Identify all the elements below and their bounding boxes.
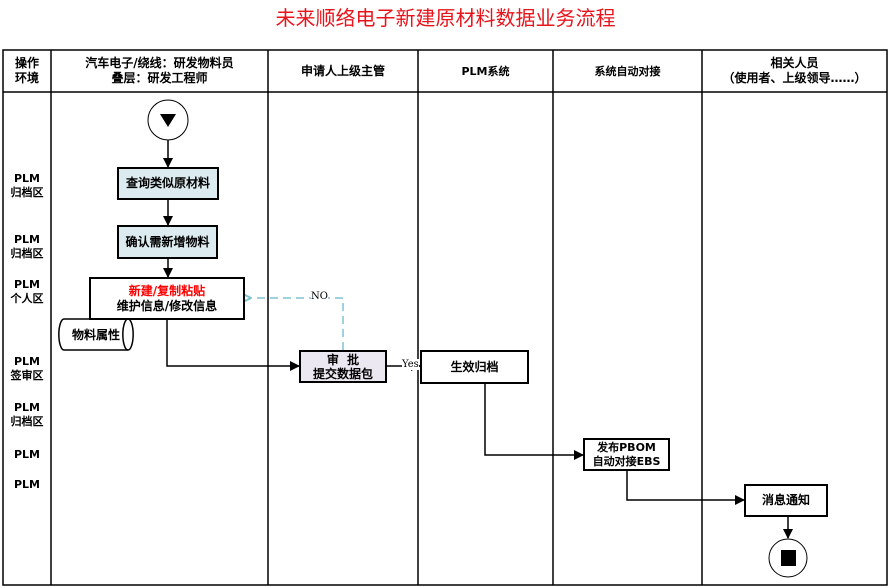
env-label-line2: 签审区 <box>10 369 44 382</box>
env-label-line2: 归档区 <box>10 186 44 199</box>
env-label-line1: PLM <box>13 278 41 291</box>
header-lane-supervisor: 申请人上级主管 <box>268 50 418 92</box>
node-create-material[interactable]: 新建/复制粘贴 维护信息/修改信息 <box>89 277 245 320</box>
node-archive[interactable]: 生效归档 <box>420 350 529 384</box>
header-lane-related-line2: （使用者、上级领导……） <box>722 71 867 85</box>
env-label-line2: 个人区 <box>10 292 44 305</box>
node-publish-line1: 发布PBOM <box>597 440 656 454</box>
header-lane-plm-label: PLM系统 <box>461 64 510 78</box>
header-lane-engineer: 汽车电子/绕线：研发物料员 叠层：研发工程师 <box>51 50 268 92</box>
start-node-icon <box>147 99 189 141</box>
header-lane-engineer-line1: 汽车电子/绕线：研发物料员 <box>85 56 234 70</box>
edge-label-yes: Yes <box>402 359 419 370</box>
node-notify[interactable]: 消息通知 <box>744 484 828 517</box>
data-store-label: 物料属性 <box>71 328 120 342</box>
env-label-line1: PLM <box>13 355 41 368</box>
env-label-line1: PLM <box>13 478 41 491</box>
header-lane-related-line1: 相关人员 <box>770 56 819 70</box>
env-label-line2: 归档区 <box>10 247 44 260</box>
env-label-line2: 归档区 <box>10 415 44 428</box>
header-env: 操作 环境 <box>3 50 51 92</box>
env-label-line1: PLM <box>13 172 41 185</box>
node-publish-pbom[interactable]: 发布PBOM 自动对接EBS <box>583 438 670 471</box>
node-publish-line2: 自动对接EBS <box>592 454 661 468</box>
env-label-line1: PLM <box>13 401 41 414</box>
node-create-label-highlight: 新建/复制粘贴 <box>128 283 206 298</box>
node-approve[interactable]: 审 批 提交数据包 <box>299 350 387 383</box>
end-node-icon <box>768 538 808 578</box>
header-lane-auto: 系统自动对接 <box>553 50 702 92</box>
node-query-label: 查询类似原材料 <box>125 176 210 190</box>
edge-label-no: NO <box>311 291 328 302</box>
env-label: PLM <box>3 478 51 492</box>
header-lane-engineer-line2: 叠层：研发工程师 <box>111 71 208 85</box>
header-lane-related: 相关人员 （使用者、上级领导……） <box>702 50 887 92</box>
node-approve-label: 提交数据包 <box>312 366 373 381</box>
header-env-label: 操作 环境 <box>14 56 39 85</box>
page-title: 未来顺络电子新建原材料数据业务流程 <box>275 6 616 30</box>
env-label-line1: PLM <box>13 233 41 246</box>
node-create-label: 维护信息/修改信息 <box>116 298 218 313</box>
node-notify-label: 消息通知 <box>761 493 810 507</box>
header-lane-auto-label: 系统自动对接 <box>594 64 661 78</box>
data-store-shape <box>58 318 134 351</box>
node-archive-label: 生效归档 <box>450 359 499 374</box>
node-query-materials[interactable]: 查询类似原材料 <box>117 167 219 200</box>
node-approve-title: 审 批 <box>326 352 360 367</box>
header-lane-supervisor-label: 申请人上级主管 <box>300 63 385 78</box>
env-label: PLM <box>3 448 51 462</box>
node-confirm-new-material[interactable]: 确认需新增物料 <box>117 225 218 259</box>
env-label-line1: PLM <box>13 448 41 461</box>
node-confirm-label: 确认需新增物料 <box>125 234 210 249</box>
header-lane-plm: PLM系统 <box>418 50 553 92</box>
data-store-attributes: 物料属性 <box>64 326 128 343</box>
